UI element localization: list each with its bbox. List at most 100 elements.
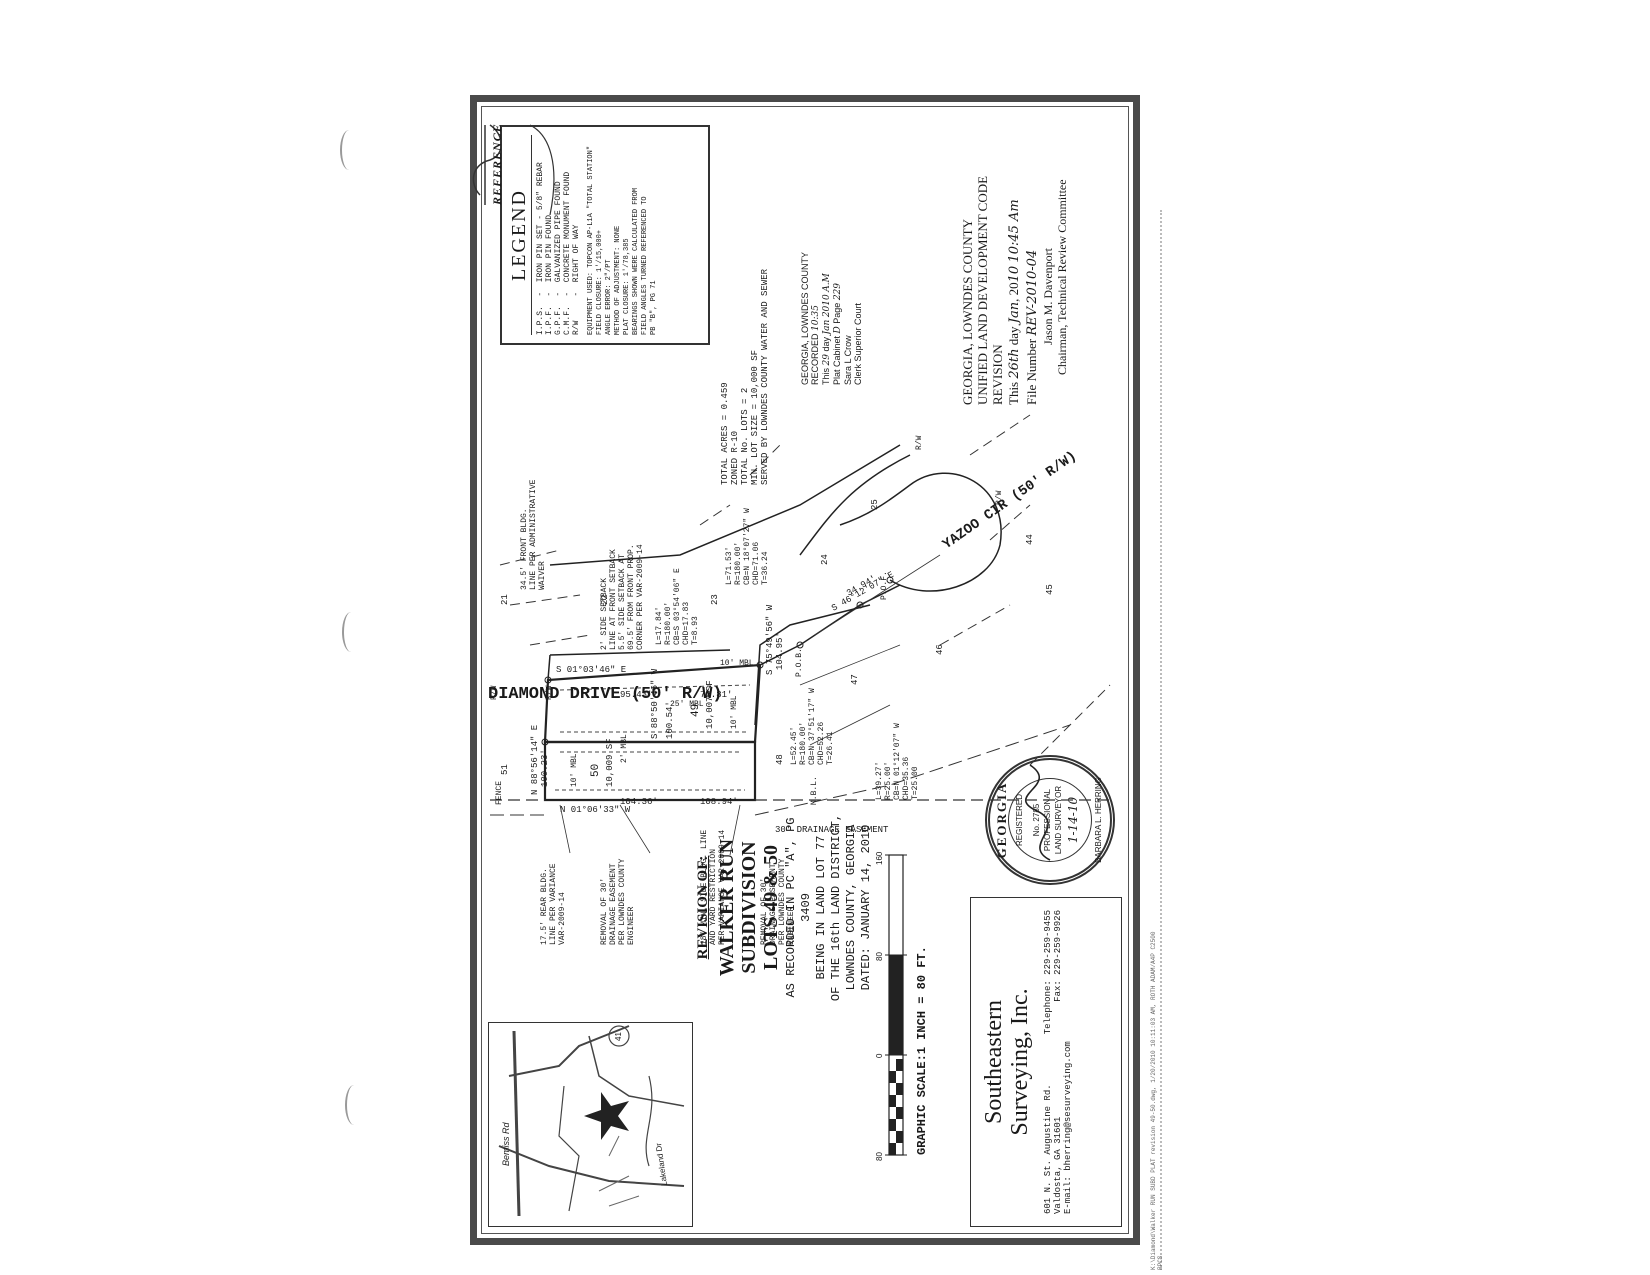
- curve-data-4: L=39.27' R=25.00' CB=N 01°12'07" W CHD=3…: [875, 723, 920, 800]
- site-data-line: TOTAL ACRES = 0.459: [720, 382, 730, 485]
- legend-note: PLAT CLOSURE: 1'/78,385: [623, 238, 631, 335]
- curve-line: R=25.00': [884, 761, 893, 800]
- note-front-building-line: 34.5' FRONT BLDG. LINE PER ADMINISTRATIV…: [520, 480, 547, 590]
- site-data: TOTAL ACRES = 0.459 ZONED R-10 TOTAL No.…: [720, 269, 770, 485]
- legend-item: G.P.F. - GALVANIZED PIPE FOUND: [554, 181, 563, 335]
- curve-line: CB=S 03°54'06" E: [673, 568, 682, 645]
- note-line: PER VARIANCE VAR-2009-14: [718, 829, 727, 945]
- curve-line: CHD=17.83: [682, 601, 691, 645]
- mbl-label: 25' MBL: [670, 700, 704, 709]
- note-line: AND YARD RESTRICTION: [709, 848, 718, 945]
- lot-number: 46: [935, 644, 945, 655]
- approval-line: File Number REV-2010-04: [1024, 249, 1040, 405]
- curve-line: T=25.00: [911, 766, 920, 800]
- legend-item: C.M.F. - CONCRETE MONUMENT FOUND: [563, 171, 572, 335]
- site-data-line: MIN. LOT SIZE = 10,000 SF: [750, 349, 760, 485]
- vicinity-map-lines: [498, 1025, 685, 1217]
- note-line: 18' MIN. SIDE BLDG. LINE: [700, 829, 709, 945]
- note-line: LINE PER ADMINISTRATIVE: [529, 479, 538, 590]
- rw-label: R/W: [995, 490, 1004, 505]
- curve-line: L=17.84': [655, 606, 664, 645]
- scan-edge-line: [1160, 210, 1162, 1270]
- recording-line: Plat Cabinet D Page 229: [832, 282, 843, 385]
- front-bearing: S 01°03'46" E: [556, 665, 627, 675]
- legend-note: BEARINGS SHOWN WERE CALCULATED FROM: [632, 187, 640, 335]
- approval-line: REVISION: [990, 344, 1005, 405]
- curve-line: R=180.00': [664, 601, 673, 645]
- legend-box: LEGEND I.P.S. - IRON PIN SET - 5/8" REBA…: [500, 125, 710, 345]
- recording-line: RECORDED 10:35: [810, 305, 821, 385]
- note-line: PER LOWNDES COUNTY: [778, 858, 787, 945]
- note-line: REMOVAL OF 30': [760, 877, 769, 945]
- legend-note: PB "B", PG 71: [650, 280, 658, 335]
- legend-item: I.P.S. - IRON PIN SET - 5/8" REBAR: [536, 162, 545, 335]
- lot-number: 23: [710, 594, 720, 605]
- note-line: 2' SIDE SETBACK: [600, 577, 609, 650]
- reference-label: REFERENCE: [490, 123, 504, 205]
- pof-label: P.O.F.: [880, 571, 889, 600]
- drainage-easement-label: 30' DRAINAGE EASEMENT: [775, 825, 889, 835]
- recording-line: Clerk Superior Court: [853, 302, 863, 385]
- note-line: ENGINEER: [627, 906, 636, 945]
- lot-number: 24: [820, 554, 830, 565]
- approval-line: Chairman, Technical Review Committee: [1055, 179, 1069, 375]
- curve-line: T=36.24: [761, 551, 770, 585]
- legend-item: I.P.F. - IRON PIN FOUND: [545, 214, 554, 335]
- distance-label: 104.95': [775, 632, 785, 670]
- scale-bar: [885, 854, 907, 1156]
- legend-item: R/W - RIGHT OF WAY: [572, 224, 581, 335]
- note-line: CORNER PER VAR-2009-14: [636, 544, 645, 650]
- curve-line: L=52.45': [790, 726, 799, 765]
- lot-50-number: 50: [590, 763, 602, 777]
- site-data-line: SERVED BY LOWNDES COUNTY WATER AND SEWER: [760, 268, 770, 485]
- recording-block: GEORGIA, LOWNDES COUNTY RECORDED 10:35 T…: [800, 185, 863, 385]
- approval-line: Jason M. Davenport: [1041, 248, 1055, 345]
- approval-line: This 26th day Jan, 2010 10:45 Am: [1006, 199, 1022, 405]
- rw-label: R/W: [915, 435, 924, 450]
- note-rear-building-line: 17.5' REAR BLDG. LINE PER VARIANCE VAR-2…: [540, 863, 567, 945]
- legend-note: FIELD CLOSURE: 1'/15,000+: [596, 229, 604, 335]
- curve-line: T=26.41: [826, 731, 835, 765]
- note-line: 34.5' FRONT BLDG.: [520, 508, 529, 590]
- note-removal-easement-1: REMOVAL OF 30' DRAINAGE EASEMENT PER LOW…: [600, 859, 636, 945]
- south-bearing: S 75°49'56" W: [765, 604, 775, 675]
- note-line: 5.5' SIDE SETBACK AT: [618, 553, 627, 650]
- file-path-footer: K:\Diamond\Walker RUN SUBD PLAT revision…: [1150, 931, 1164, 1270]
- distance-label: 108.94': [700, 797, 738, 807]
- curve-line: CHD=52.26: [817, 721, 826, 765]
- lot-50-area: 10,009 SF: [605, 738, 615, 787]
- punch-hole-middle: [342, 612, 360, 652]
- note-removal-easement-2: REMOVAL OF 30' DRAINAGE EASEMENT PER LOW…: [760, 859, 796, 945]
- note-line: LINE PER VARIANCE: [549, 863, 558, 945]
- approval-line: GEORGIA, LOWNDES COUNTY: [960, 219, 975, 405]
- fence-label: FENCE: [495, 780, 504, 805]
- vicinity-map: Bemiss Rd Lakeland Dr 41: [488, 1022, 693, 1227]
- recording-line: This 29 day Jan 2010 A.M: [821, 273, 832, 385]
- seal-signature: [1024, 764, 1051, 861]
- legend-note: ANGLE ERROR: 2"/PT: [605, 259, 613, 335]
- mbl-label: 2' MBL: [620, 734, 629, 763]
- legend-note: EQUIPMENT USED: TOPCON AP-L1A "TOTAL STA…: [587, 145, 595, 335]
- punch-hole-top: [340, 130, 358, 170]
- lot-number: 51: [500, 764, 510, 775]
- lot-49-mbl: 10' MBL: [730, 695, 739, 729]
- plat-sheet: Bemiss Rd Lakeland Dr 41 REVISION OF: WA…: [470, 95, 1140, 1245]
- lot-number: 21: [500, 594, 510, 605]
- note-line: PER LOWNDES COUNTY: [618, 858, 627, 945]
- distance-label: 104.36': [620, 797, 658, 807]
- note-line: DRAINAGE EASEMENT: [769, 863, 778, 945]
- lot-number: 48: [775, 754, 785, 765]
- curve-data-2: L=71.53' R=180.00' CB=N 18°07'27" W CHD=…: [725, 508, 770, 585]
- rw-label: R/W: [490, 685, 499, 700]
- punch-hole-bottom: [345, 1085, 363, 1125]
- curve-line: R=180.00': [734, 541, 743, 585]
- site-data-line: ZONED R-10: [730, 430, 740, 485]
- curve-line: L=71.53': [725, 546, 734, 585]
- legend-title: LEGEND: [508, 135, 532, 335]
- curve-line: L=39.27': [875, 761, 884, 800]
- curve-data-3: L=52.45' R=180.00' CB=N 37°51'17" W CHD=…: [790, 688, 835, 765]
- note-line: LINE AT FRONT SETBACK: [609, 549, 618, 650]
- plat-linework: [472, 124, 1111, 856]
- lot-50-mbl: 10' MBL: [570, 753, 579, 787]
- lot-number: 44: [1025, 534, 1035, 545]
